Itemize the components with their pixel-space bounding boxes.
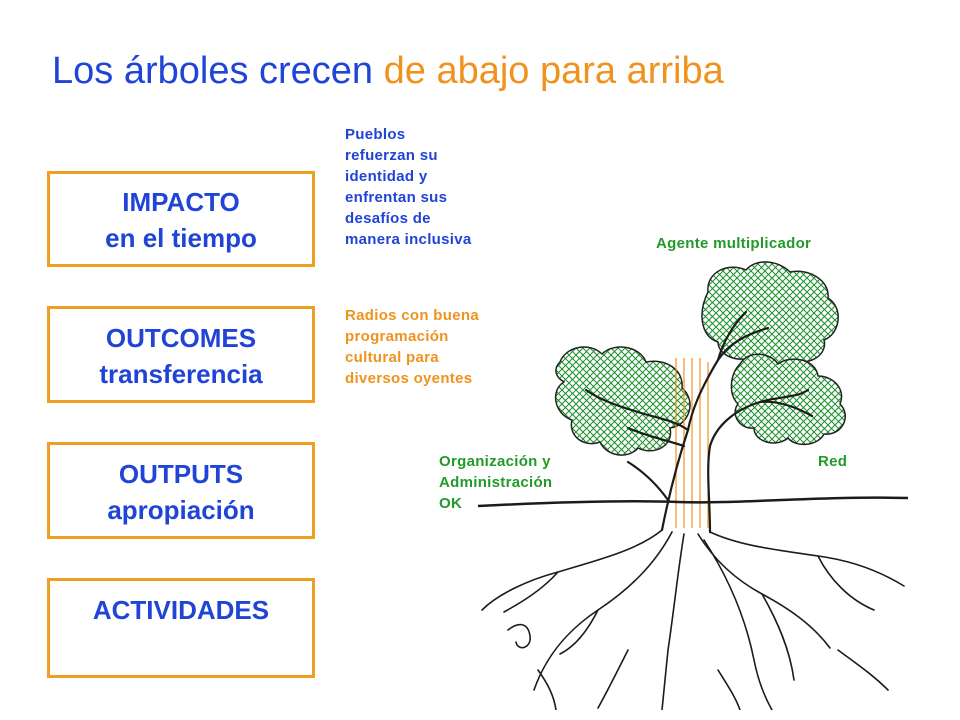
text-line: OK <box>439 495 463 512</box>
slide-title: Los árboles crecen de abajo para arriba <box>52 50 724 93</box>
text-line: desafíos de <box>345 210 431 227</box>
level-box-impacto: IMPACTO en el tiempo <box>47 171 315 267</box>
text-line: Radios con buena <box>345 307 479 324</box>
text-line: Pueblos <box>345 126 406 143</box>
tree-label-red: Red <box>818 453 848 470</box>
ground-line <box>478 496 908 508</box>
text-line: manera inclusiva <box>345 231 472 248</box>
text-line: programación <box>345 328 449 345</box>
text-line: Organización y <box>439 453 551 470</box>
tree-label-organization: Organización y Administración OK <box>439 451 552 514</box>
tree-illustration <box>478 261 908 710</box>
level-box-outputs: OUTPUTS apropiación <box>47 442 315 539</box>
level-box-outcomes: OUTCOMES transferencia <box>47 306 315 403</box>
title-accent: de abajo para arriba <box>383 50 724 92</box>
text-line: cultural para <box>345 349 439 366</box>
text-line: identidad y <box>345 168 428 185</box>
tree-label-canopy: Agente multiplicador <box>656 235 812 252</box>
level-sublabel: en el tiempo <box>105 223 257 253</box>
level-label: OUTPUTS <box>118 459 244 489</box>
roots <box>481 529 905 710</box>
level-sublabel: apropiación <box>107 495 255 525</box>
text-line: refuerzan su <box>345 147 438 164</box>
impact-description: Pueblos refuerzan su identidad y enfrent… <box>345 124 472 250</box>
title-main: Los árboles crecen <box>52 50 374 92</box>
level-label: OUTCOMES <box>105 323 257 353</box>
text-line: Administración <box>439 474 553 491</box>
level-label: IMPACTO <box>122 187 240 217</box>
text-line: diversos oyentes <box>345 370 473 387</box>
level-box-actividades: ACTIVIDADES <box>47 578 315 678</box>
outcome-description: Radios con buena programación cultural p… <box>345 305 479 389</box>
level-label: ACTIVIDADES <box>92 595 270 625</box>
level-sublabel: transferencia <box>99 359 263 389</box>
trunk-branches <box>584 310 814 534</box>
text-line: enfrentan sus <box>345 189 448 206</box>
